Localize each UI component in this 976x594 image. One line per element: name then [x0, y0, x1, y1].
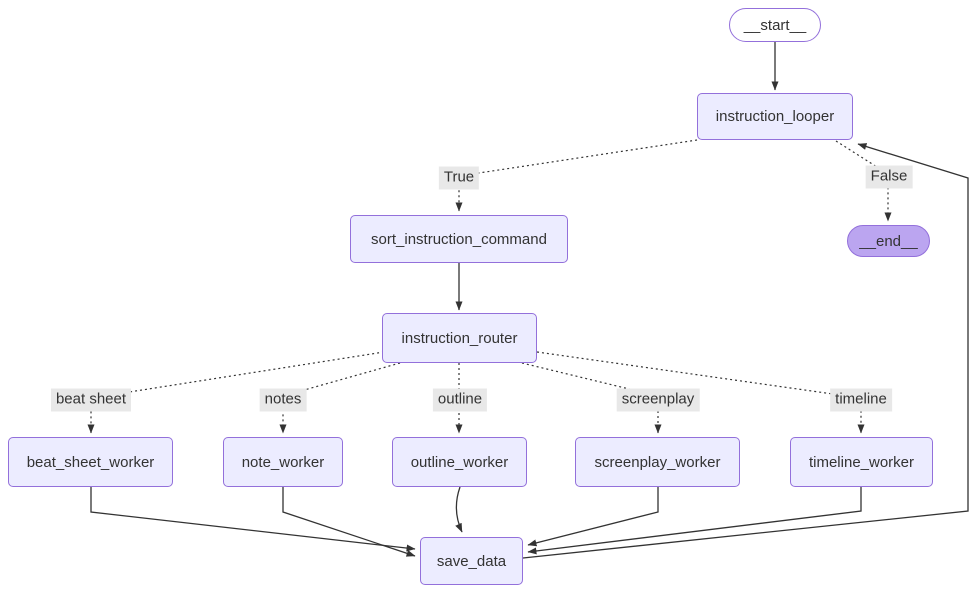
node-start: __start__ [729, 8, 821, 42]
node-note-worker: note_worker [223, 437, 343, 487]
edge-router-to-beat-sheet-worker [87, 351, 385, 434]
edge-screenplay-worker-to-save-data [527, 487, 659, 547]
node-outline-worker: outline_worker [392, 437, 527, 487]
edge-timeline-worker-to-save-data [527, 487, 862, 555]
edge-instruction-looper-true-to-sort [455, 139, 698, 212]
node-beat-sheet-worker: beat_sheet_worker [8, 437, 173, 487]
edge-save-data-to-instruction-looper [522, 143, 969, 559]
node-sort-instruction-command: sort_instruction_command [350, 215, 568, 263]
edge-beat-sheet-worker-to-save-data [90, 487, 416, 552]
edge-label-false: False [865, 165, 913, 189]
edge-label-screenplay: screenplay [616, 388, 700, 412]
edge-note-worker-to-save-data [282, 487, 416, 557]
node-end: __end__ [847, 225, 930, 257]
node-screenplay-worker: screenplay_worker [575, 437, 740, 487]
edge-label-true: True [438, 166, 480, 190]
node-instruction-looper: instruction_looper [697, 93, 853, 140]
edge-router-to-screenplay-worker [521, 362, 662, 434]
node-instruction-router: instruction_router [382, 313, 537, 363]
node-save-data: save_data [420, 537, 523, 585]
edge-label-notes: notes [259, 388, 307, 412]
edge-label-outline: outline [432, 388, 488, 412]
node-timeline-worker: timeline_worker [790, 437, 933, 487]
edge-label-timeline: timeline [830, 388, 892, 412]
edge-router-to-timeline-worker [536, 351, 865, 434]
edge-outline-worker-to-save-data [455, 486, 463, 533]
edge-label-beat-sheet: beat sheet [50, 388, 132, 412]
